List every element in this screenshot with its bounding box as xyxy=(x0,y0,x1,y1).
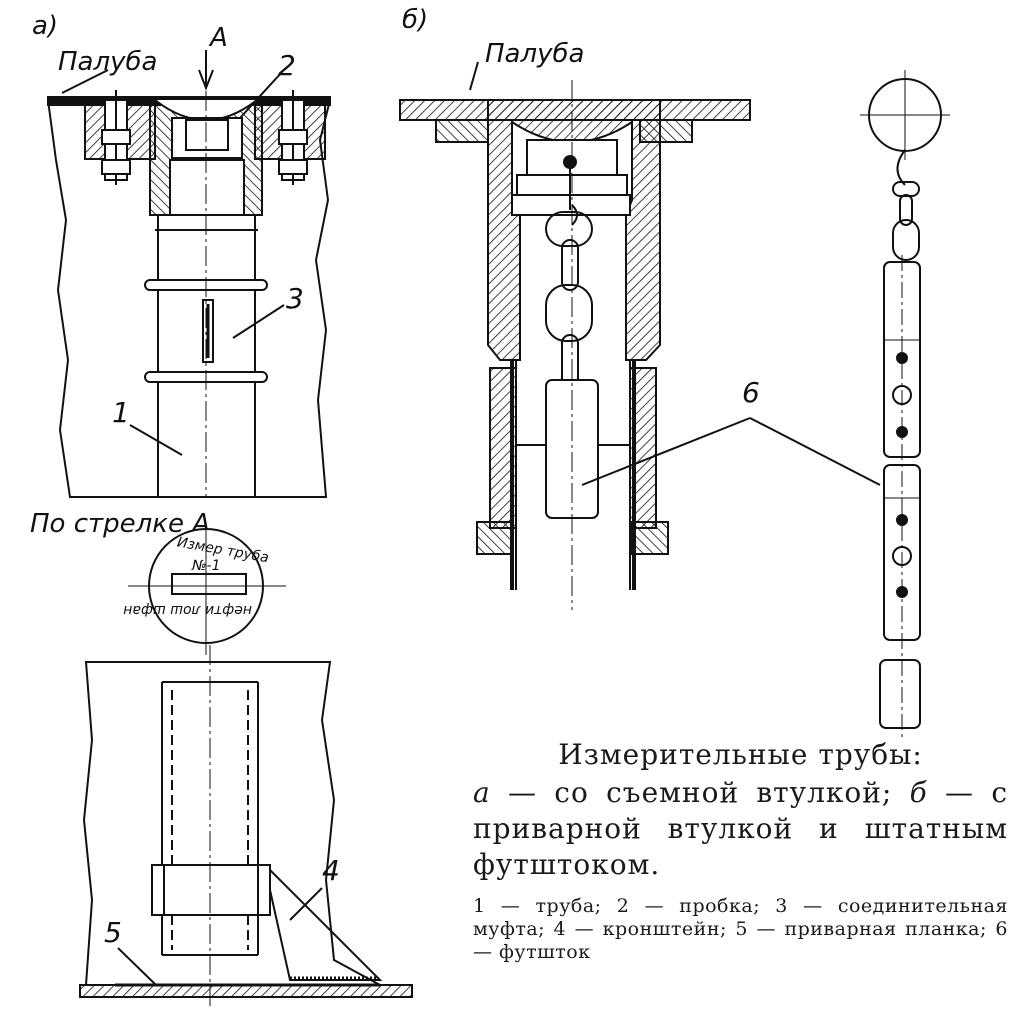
caption-letter-b: б xyxy=(909,776,928,809)
number-2-label: 2 xyxy=(278,49,296,82)
plug-stamp-bottom-text: нефти лош шфан xyxy=(123,602,252,618)
number-3-label: 3 xyxy=(286,282,304,315)
figure-b-section xyxy=(399,61,881,610)
figure-a-letter: а) xyxy=(32,11,58,41)
number-1-label: 1 xyxy=(112,396,130,429)
sounding-rod-assembly xyxy=(860,70,950,740)
caption-letter-a: а xyxy=(473,776,491,809)
arrow-a-label: А xyxy=(208,23,228,53)
figure-b-deck-label: Палуба xyxy=(485,39,584,69)
caption-legend: 1 — труба; 2 — пробка; 3 — соединительна… xyxy=(473,895,1008,963)
caption-title: Измерительные трубы: xyxy=(558,738,923,771)
view-along-arrow-label: По стрелке А xyxy=(30,509,210,539)
figure-b-letter: б) xyxy=(402,5,428,35)
number-4-label: 4 xyxy=(322,854,340,887)
figure-caption: Измерительные трубы: а — со съемной втул… xyxy=(473,738,1008,964)
plug-top-view xyxy=(128,522,286,655)
caption-text-b: — с приварной втулкой и штатным футштоко… xyxy=(473,776,1008,881)
caption-body: а — со съемной втулкой; б — с приварной … xyxy=(473,775,1008,883)
figure-a-top xyxy=(46,50,332,498)
plug-stamp-number: №-1 xyxy=(191,558,221,574)
caption-text-a: — со съемной втулкой; xyxy=(490,776,910,809)
figure-a-bottom xyxy=(79,645,413,1010)
figure-a-deck-label: Палуба xyxy=(58,47,157,77)
number-6-label: 6 xyxy=(742,376,760,409)
number-5-label: 5 xyxy=(104,916,122,949)
